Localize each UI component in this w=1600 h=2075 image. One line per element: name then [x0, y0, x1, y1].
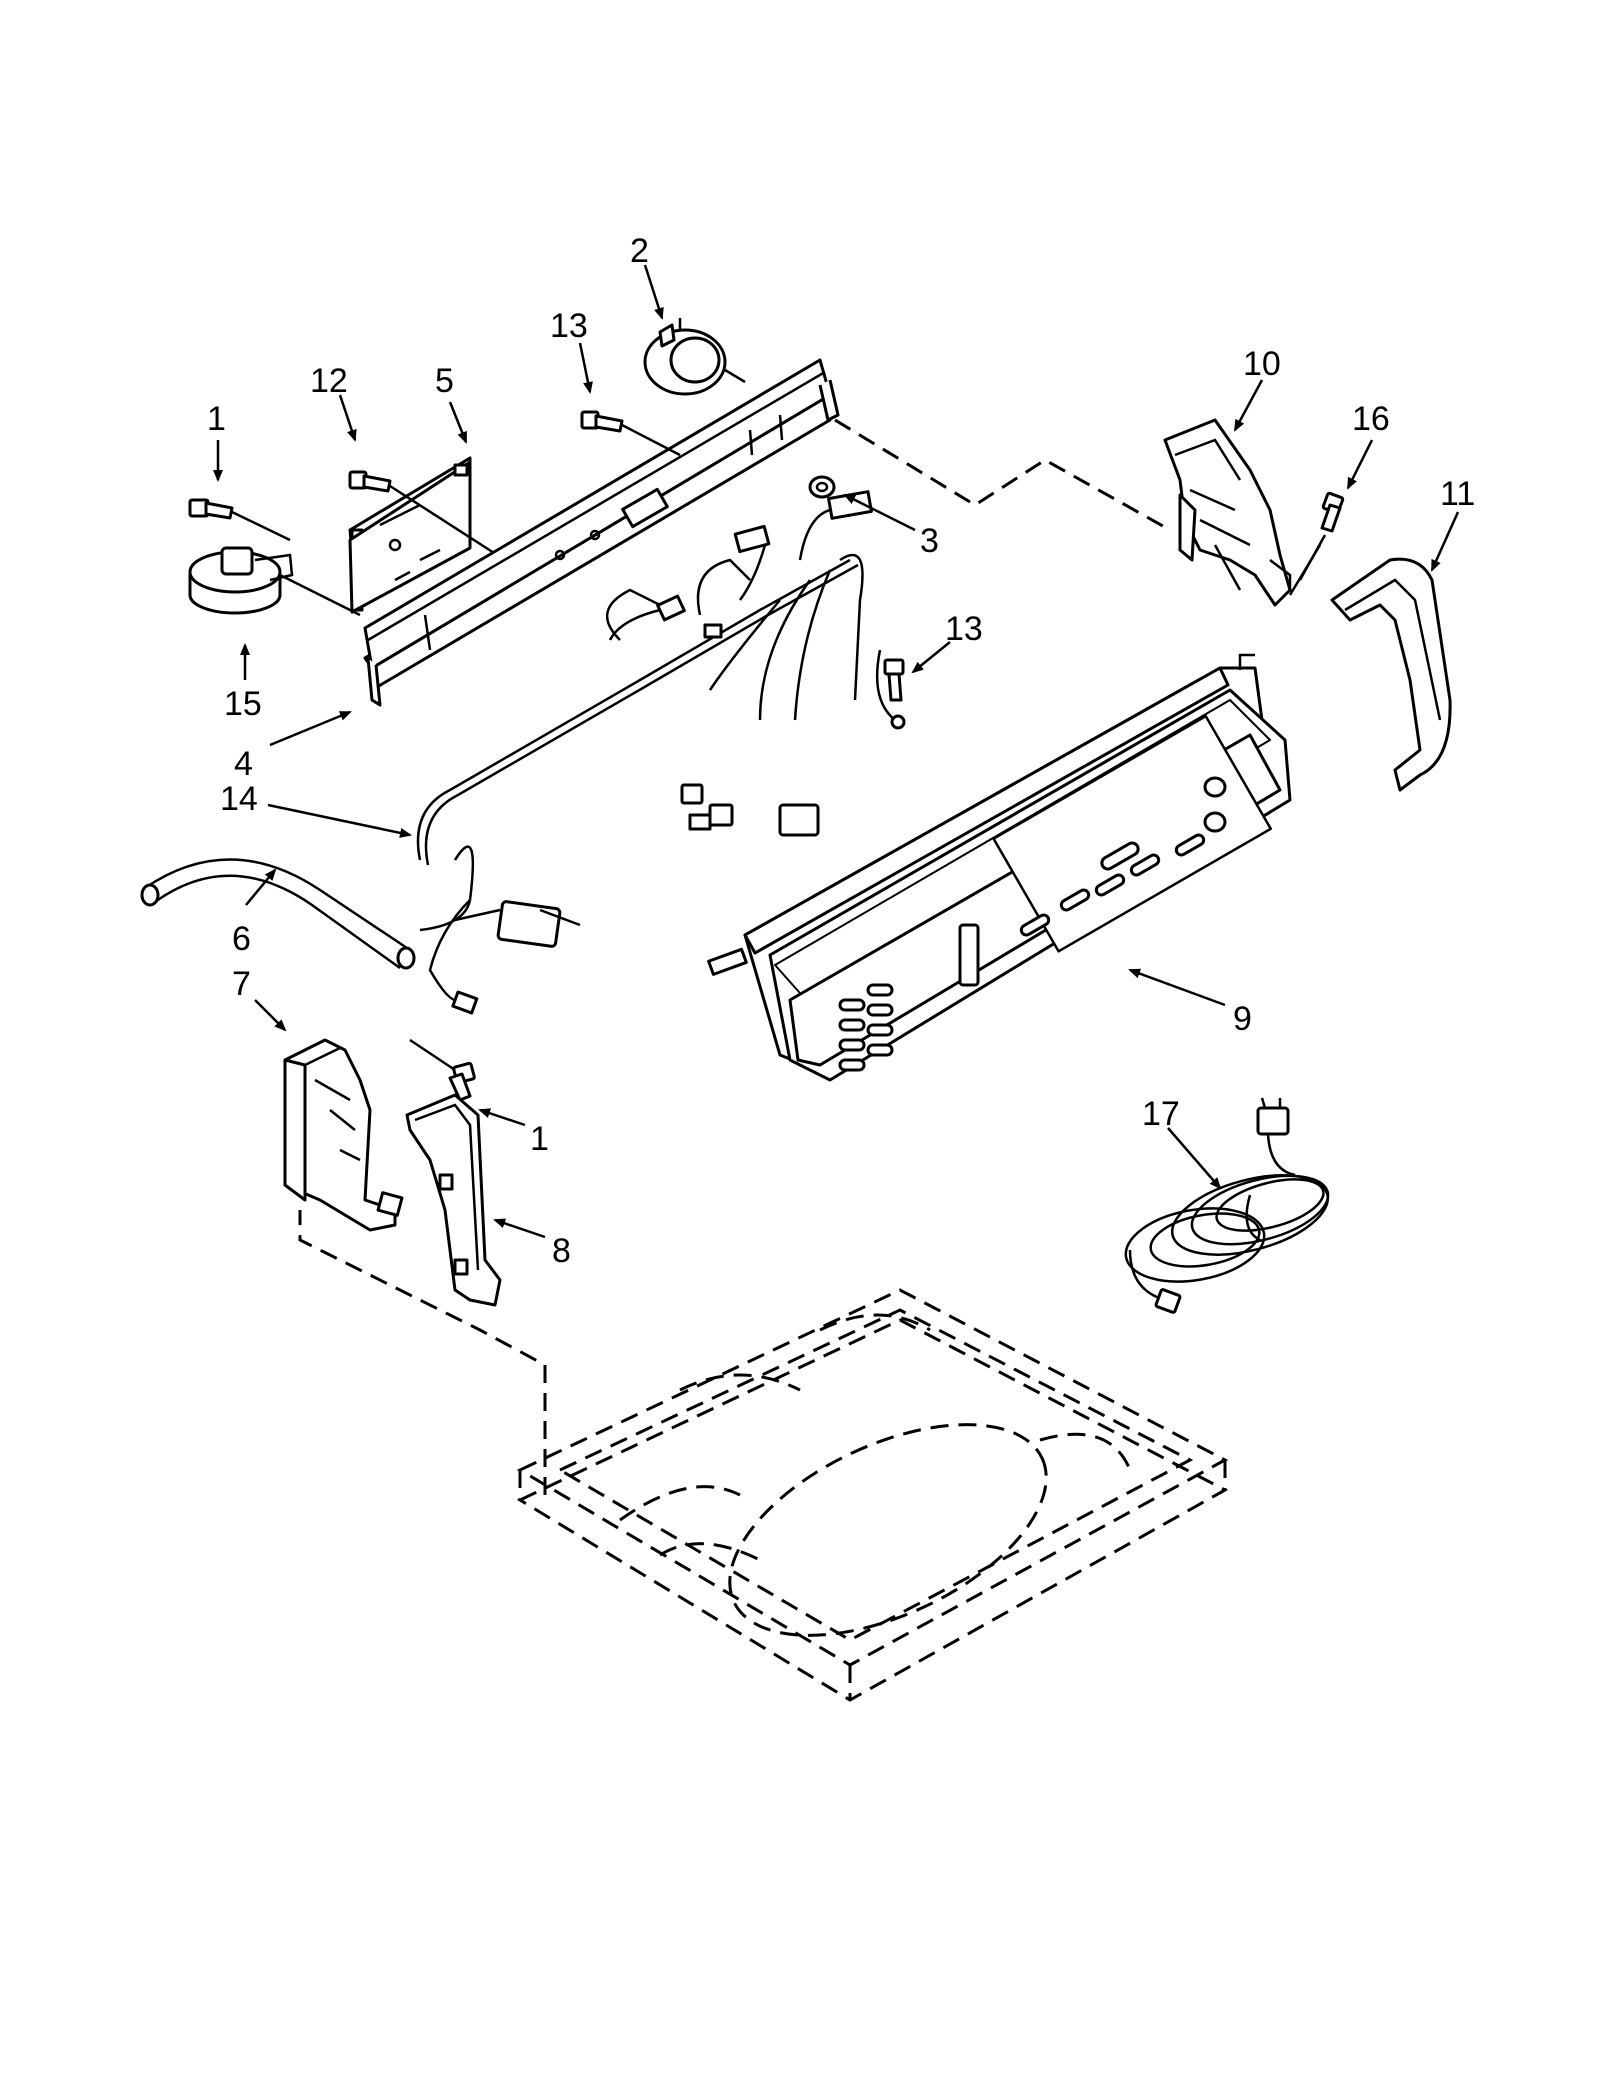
callout-4: 4: [234, 745, 253, 783]
console-rail-part-4: [363, 358, 840, 707]
vent-slots: [838, 983, 894, 1072]
cabinet-top-outline: [516, 1288, 1229, 1702]
callout-5: 5: [435, 362, 454, 400]
callout-14: 14: [220, 780, 258, 818]
screw-part-13-lower: [883, 658, 905, 702]
callout-13-upper: 13: [550, 307, 588, 345]
callout-8: 8: [552, 1232, 571, 1270]
callout-2: 2: [630, 232, 649, 270]
callout-3: 3: [920, 522, 939, 560]
phantom-lines: [298, 418, 1322, 1495]
power-cord-part-17: [1124, 1097, 1330, 1314]
callout-17: 17: [1142, 1095, 1180, 1133]
callout-9: 9: [1233, 1000, 1252, 1038]
callout-13-lower: 13: [945, 610, 983, 648]
callout-12: 12: [310, 362, 348, 400]
end-cap-bracket-part-10: [1163, 418, 1292, 607]
callout-6: 6: [232, 920, 251, 958]
screw-part-1-bottom: [409, 1038, 476, 1102]
end-cap-part-8: [405, 1093, 502, 1307]
callout-1-bottom: 1: [530, 1120, 549, 1158]
console-panel-part-9: [707, 666, 1292, 1082]
pressure-switch-part-15: [188, 546, 361, 617]
end-cap-part-11: [1330, 557, 1452, 792]
callout-16: 16: [1352, 400, 1390, 438]
screw-part-13-upper: [580, 410, 681, 457]
callout-1-top: 1: [207, 400, 226, 438]
clip-part-3: [808, 475, 836, 499]
screw-part-12: [348, 470, 506, 562]
wire-harness-part-14: [416, 490, 906, 1015]
callout-leaders: [213, 264, 1460, 1239]
callout-7: 7: [232, 965, 251, 1003]
callout-labels: 1 1 2 3 4 5 6 7 8 9 10 11 12 13 13 14 15…: [207, 232, 1475, 1270]
control-board-part-5: [348, 456, 472, 614]
timer-part-2: [643, 318, 746, 396]
callout-11: 11: [1440, 475, 1475, 513]
callout-10: 10: [1243, 345, 1281, 383]
hose-part-6: [140, 858, 416, 970]
screw-part-1-top: [188, 498, 291, 542]
end-cap-bracket-part-7: [283, 1038, 404, 1232]
callout-15: 15: [224, 685, 262, 723]
